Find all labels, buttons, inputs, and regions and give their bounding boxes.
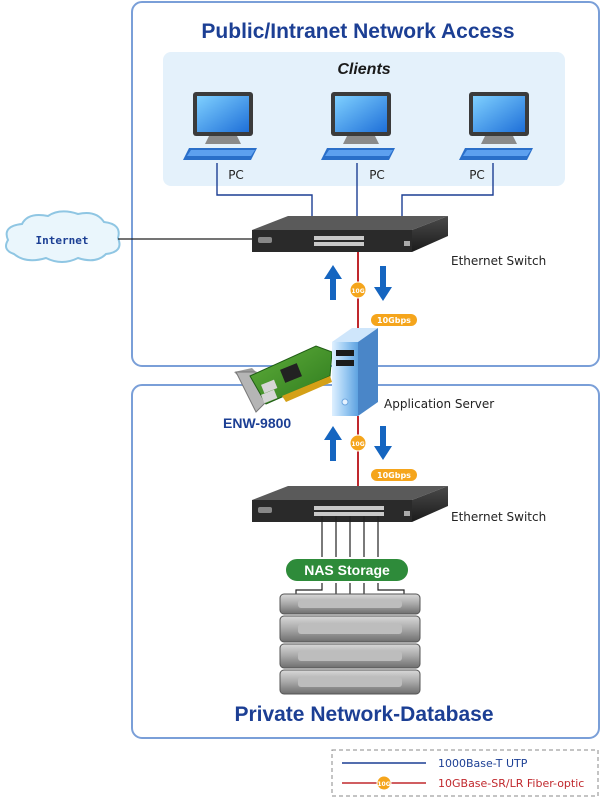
network-card-icon [234,345,333,413]
pc-label: PC [469,168,485,182]
utp-links-clients [216,163,494,222]
arrow-down-icon [374,266,392,301]
clients-label: Clients [337,61,390,78]
nas-storage-unit [279,669,421,695]
fiber-badge-top: 10G [349,281,367,299]
private-network-title: Private Network-Database [234,703,493,726]
legend-utp-label: 1000Base-T UTP [438,757,528,770]
ethernet-switch-bottom-label: Ethernet Switch [451,510,546,524]
speed-badge-top: 10Gbps [371,314,417,326]
internet-label: Internet [36,234,89,247]
svg-text:10G: 10G [351,288,364,295]
nas-storage-badge: NAS Storage [284,557,410,583]
arrow-down-icon [374,426,392,460]
public-network-title: Public/Intranet Network Access [201,20,514,43]
svg-text:10G: 10G [351,441,364,448]
application-server-label: Application Server [384,397,494,411]
pc-computer-icon [321,92,395,160]
nas-storage-unit [279,643,421,669]
internet-cloud-icon: Internet [5,210,121,263]
pc-computer-icon [459,92,533,160]
speed-badge-bottom: 10Gbps [371,469,417,481]
ethernet-switch-top-label: Ethernet Switch [451,254,546,268]
pc-label: PC [228,168,244,182]
legend: 1000Base-T UTP 10G 10GBase-SR/LR Fiber-o… [331,749,599,797]
pc-computer-icon [183,92,257,160]
svg-text:NAS Storage: NAS Storage [304,562,390,578]
svg-text:10Gbps: 10Gbps [377,471,411,480]
ethernet-switch-top [252,216,448,252]
fiber-badge-bottom: 10G [349,434,367,452]
svg-text:10G: 10G [377,781,390,788]
pc-label: PC [369,168,385,182]
application-server-icon [332,328,378,416]
nas-storage-unit [279,615,421,643]
nas-storage-unit [279,593,421,615]
arrow-up-icon [324,426,342,461]
legend-fiber-label: 10GBase-SR/LR Fiber-optic [438,777,584,790]
arrow-up-icon [324,265,342,300]
svg-text:10Gbps: 10Gbps [377,316,411,325]
nic-label: ENW-9800 [223,415,291,431]
ethernet-switch-bottom [252,486,448,522]
